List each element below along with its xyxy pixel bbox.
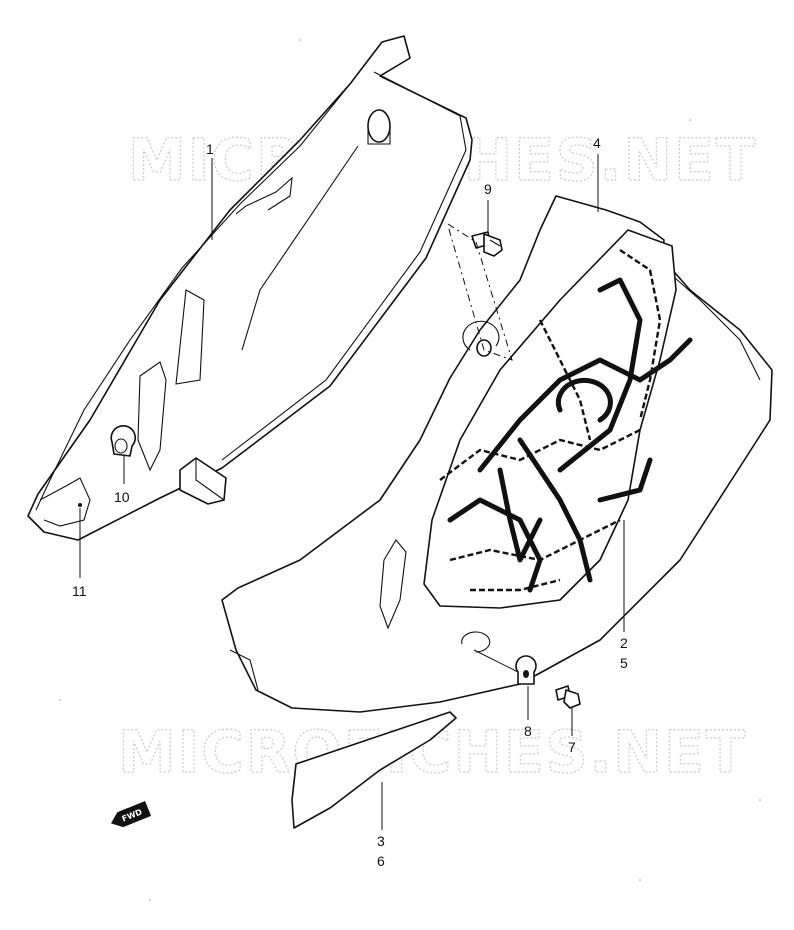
frame-cover-part-1 xyxy=(27,35,473,541)
callout-8: 8 xyxy=(524,723,532,739)
callout-5: 5 xyxy=(620,655,628,671)
callout-4: 4 xyxy=(593,135,601,151)
assembly-line-8 xyxy=(473,649,519,673)
callout-7: 7 xyxy=(568,739,576,755)
fwd-arrow-badge: FWD xyxy=(110,801,152,828)
callout-3: 3 xyxy=(377,833,385,849)
screw-part-7 xyxy=(555,685,581,709)
callout-10: 10 xyxy=(114,489,130,505)
callout-1: 1 xyxy=(206,141,214,157)
trim-part-3-6 xyxy=(291,711,457,829)
washer-part-8 xyxy=(515,655,537,685)
scan-noise xyxy=(59,39,761,901)
callout-2: 2 xyxy=(620,635,628,651)
callout-6: 6 xyxy=(377,853,385,869)
callout-9: 9 xyxy=(484,181,492,197)
emblem-part-2-5 xyxy=(423,229,693,609)
assembly-line-9 xyxy=(447,223,513,361)
callout-11: 11 xyxy=(72,583,87,599)
